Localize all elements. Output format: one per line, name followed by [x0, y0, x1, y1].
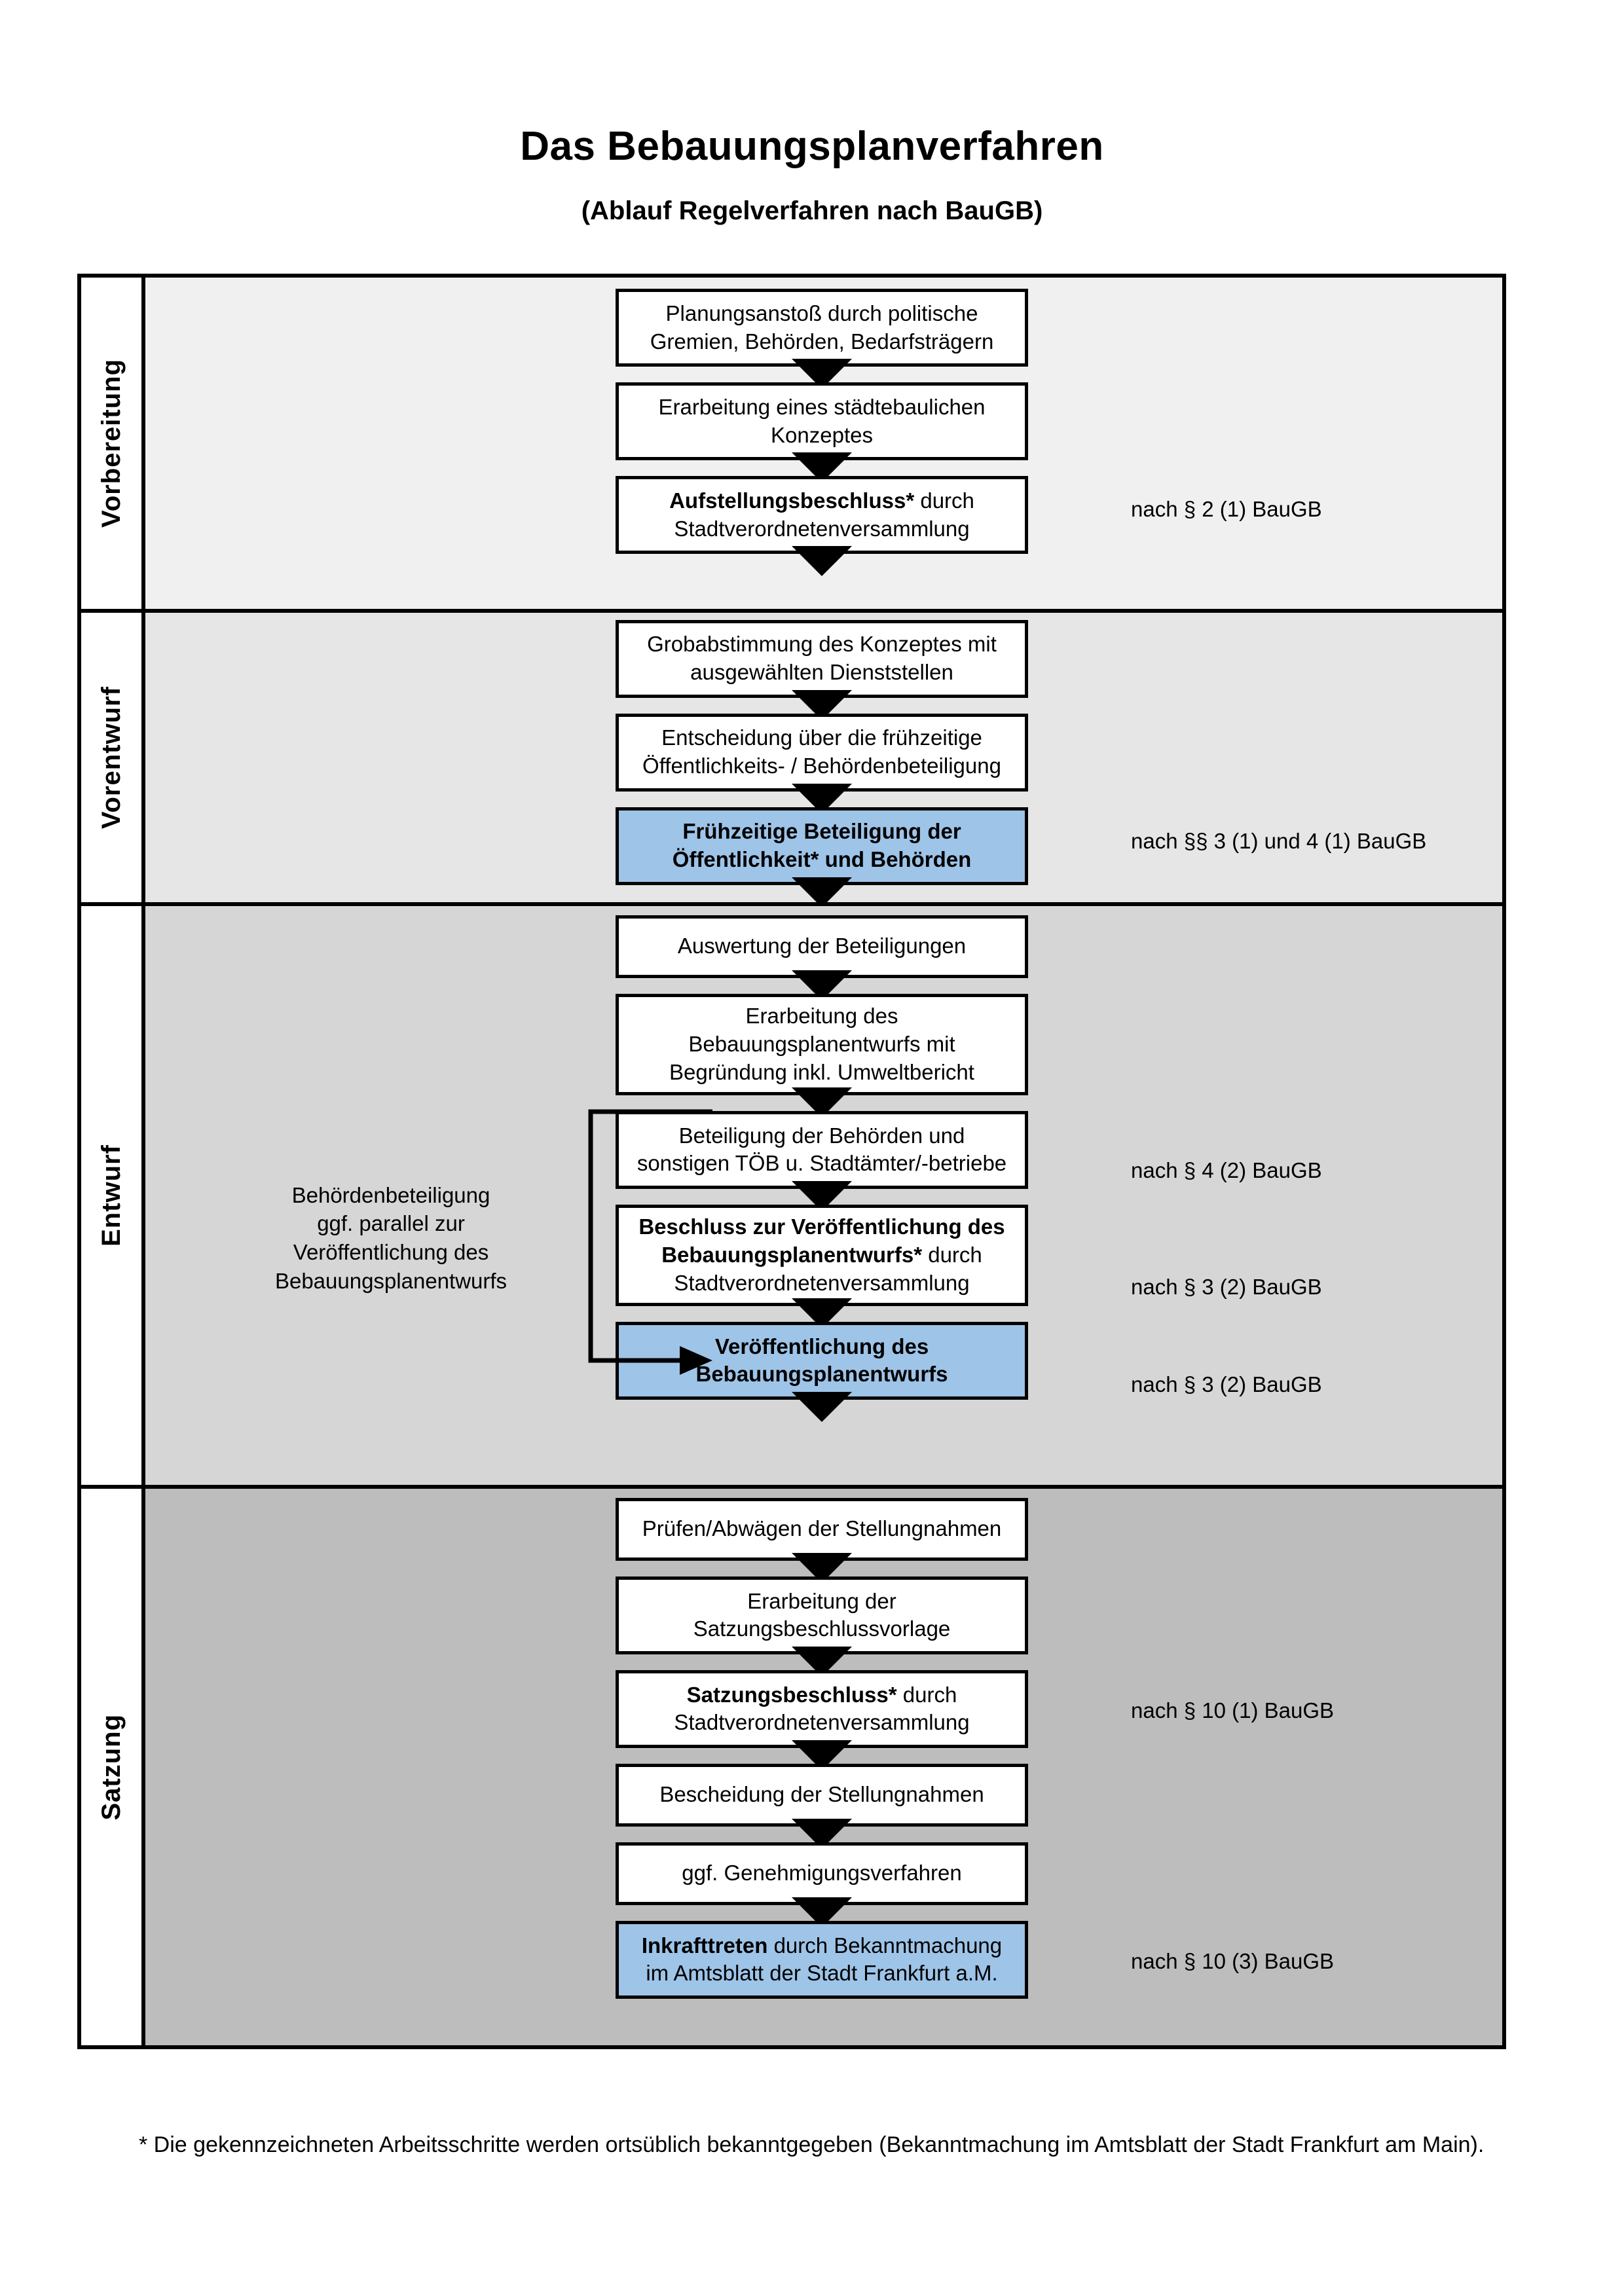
- step-line: durch: [896, 1682, 957, 1707]
- step-line: Satzungsbeschlussvorlage: [693, 1616, 951, 1641]
- phase-label-vorentwurf: Vorentwurf: [81, 612, 145, 902]
- step-line: Erarbeitung eines städtebaulichen: [658, 394, 986, 419]
- step-box-planungsanstoss[interactable]: Planungsanstoß durch politische Gremien,…: [616, 289, 1028, 367]
- step-box-erarbeitung-bplan-entwurf[interactable]: Erarbeitung des Bebauungsplanentwurfs mi…: [616, 993, 1028, 1095]
- footnote: * Die gekennzeichneten Arbeitsschritte w…: [139, 2132, 1485, 2157]
- step-emphasis: Veröffentlichung des: [714, 1334, 929, 1358]
- step-emphasis: Inkrafttreten: [641, 1933, 768, 1958]
- step-emphasis: Frühzeitige Beteiligung der: [682, 819, 961, 844]
- step-line: sonstigen TÖB u. Stadtämter/-betriebe: [637, 1151, 1007, 1176]
- step-line: Stadtverordnetenversammlung: [674, 1270, 970, 1295]
- legal-ref-2: nach §§ 3 (1) und 4 (1) BauGB: [1131, 828, 1427, 853]
- step-box-erarbeitung-satzungsbeschlussvorlage[interactable]: Erarbeitung der Satzungsbeschlussvorlage: [616, 1576, 1028, 1654]
- step-box-fruehzeitige-beteiligung[interactable]: Frühzeitige Beteiligung der Öffentlichke…: [616, 807, 1028, 885]
- step-line: ausgewählten Dienststellen: [690, 660, 953, 685]
- phase-body-vorbereitung: Planungsanstoß durch politische Gremien,…: [145, 278, 1502, 609]
- step-emphasis: Öffentlichkeit* und Behörden: [672, 847, 972, 872]
- step-line: Prüfen/Abwägen der Stellungnahmen: [642, 1516, 1002, 1541]
- phase-row-entwurf: Entwurf Auswertung der Beteiligungen Era…: [81, 905, 1502, 1489]
- step-line: im Amtsblatt der Stadt Frankfurt a.M.: [646, 1961, 998, 1986]
- flow-arrow-down-icon: [792, 877, 852, 907]
- side-note-line: ggf. parallel zur: [317, 1211, 465, 1236]
- step-line: Konzeptes: [771, 422, 873, 447]
- side-note-line: Bebauungsplanentwurfs: [274, 1268, 507, 1293]
- phase-label-text: Satzung: [96, 1713, 126, 1821]
- step-line: Auswertung der Beteiligungen: [677, 934, 967, 958]
- step-box-auswertung-beteiligungen[interactable]: Auswertung der Beteiligungen: [616, 915, 1028, 978]
- step-line: Beteiligung der Behörden und: [678, 1123, 965, 1148]
- flow-arrow-down-icon: [792, 546, 852, 576]
- side-note-line: Behördenbeteiligung: [291, 1182, 490, 1207]
- legal-ref-5: nach § 3 (2) BauGB: [1131, 1372, 1322, 1396]
- step-line: Erarbeitung der: [747, 1588, 896, 1613]
- side-note-behoerdenbeteiligung: Behördenbeteiligung ggf. parallel zur Ve…: [217, 1181, 564, 1295]
- step-box-genehmigungsverfahren[interactable]: ggf. Genehmigungsverfahren: [616, 1842, 1028, 1905]
- flow-arrow-down-icon: [792, 1391, 852, 1422]
- step-box-grobabstimmung[interactable]: Grobabstimmung des Konzeptes mit ausgewä…: [616, 619, 1028, 698]
- phase-label-satzung: Satzung: [81, 1488, 145, 2045]
- step-box-satzungsbeschluss[interactable]: Satzungsbeschluss* durch Stadtverordnete…: [616, 1669, 1028, 1748]
- step-emphasis: Aufstellungsbeschluss*: [669, 488, 915, 513]
- phase-label-text: Vorbereitung: [96, 358, 126, 528]
- page-title: Das Bebauungsplanverfahren: [520, 124, 1104, 169]
- step-line: Erarbeitung des: [745, 1004, 898, 1029]
- step-box-aufstellungsbeschluss[interactable]: Aufstellungsbeschluss* durch Stadtverord…: [616, 476, 1028, 554]
- step-line: Bescheidung der Stellungnahmen: [659, 1782, 984, 1807]
- step-line: Gremien, Behörden, Bedarfsträgern: [650, 329, 994, 354]
- step-line: Begründung inkl. Umweltbericht: [669, 1059, 974, 1084]
- legal-ref-3: nach § 4 (2) BauGB: [1131, 1157, 1322, 1182]
- step-box-beschluss-veroeffentlichung[interactable]: Beschluss zur Veröffentlichung des Bebau…: [616, 1204, 1028, 1306]
- step-line: durch: [914, 488, 974, 513]
- legal-ref-4: nach § 3 (2) BauGB: [1131, 1274, 1322, 1299]
- phase-row-vorbereitung: Vorbereitung Planungsanstoß durch politi…: [81, 278, 1502, 613]
- step-line: durch: [922, 1242, 982, 1267]
- legal-ref-1: nach § 2 (1) BauGB: [1131, 497, 1322, 521]
- legal-ref-7: nach § 10 (3) BauGB: [1131, 1948, 1335, 1973]
- step-emphasis: Satzungsbeschluss*: [686, 1682, 897, 1707]
- phase-row-satzung: Satzung Prüfen/Abwägen der Stellungnahme…: [81, 1488, 1502, 2045]
- step-box-bescheidung-stellungnahmen[interactable]: Bescheidung der Stellungnahmen: [616, 1763, 1028, 1827]
- phase-label-text: Entwurf: [96, 1144, 126, 1247]
- step-box-inkrafttreten[interactable]: Inkrafttreten durch Bekanntmachung im Am…: [616, 1920, 1028, 1999]
- phase-label-text: Vorentwurf: [96, 685, 126, 829]
- step-emphasis: Beschluss zur Veröffentlichung des: [638, 1214, 1005, 1239]
- side-note-line: Veröffentlichung des: [293, 1239, 489, 1264]
- step-line: Grobabstimmung des Konzeptes mit: [647, 632, 997, 657]
- step-box-veroeffentlichung-bplan-entwurf[interactable]: Veröffentlichung des Bebauungsplanentwur…: [616, 1321, 1028, 1400]
- step-box-pruefen-abwaegen[interactable]: Prüfen/Abwägen der Stellungnahmen: [616, 1497, 1028, 1561]
- step-line: Bebauungsplanentwurfs mit: [688, 1031, 955, 1056]
- legal-ref-6: nach § 10 (1) BauGB: [1131, 1698, 1335, 1722]
- step-line: durch Bekanntmachung: [767, 1933, 1003, 1958]
- page-subtitle: (Ablauf Regelverfahren nach BauGB): [581, 196, 1043, 226]
- phase-row-vorentwurf: Vorentwurf Grobabstimmung des Konzeptes …: [81, 612, 1502, 907]
- step-line: Stadtverordnetenversammlung: [674, 1710, 970, 1735]
- step-emphasis: Bebauungsplanentwurfs*: [661, 1242, 923, 1267]
- step-line: Planungsanstoß durch politische: [665, 301, 978, 325]
- step-line: Öffentlichkeits- / Behördenbeteiligung: [642, 754, 1001, 778]
- step-line: Stadtverordnetenversammlung: [674, 516, 970, 541]
- phase-body-satzung: Prüfen/Abwägen der Stellungnahmen Erarbe…: [145, 1488, 1502, 2045]
- phase-label-vorbereitung: Vorbereitung: [81, 278, 145, 609]
- phase-body-vorentwurf: Grobabstimmung des Konzeptes mit ausgewä…: [145, 612, 1502, 907]
- title-block: Das Bebauungsplanverfahren (Ablauf Regel…: [0, 124, 1624, 226]
- step-box-beteiligung-behoerden-toeb[interactable]: Beteiligung der Behörden und sonstigen T…: [616, 1110, 1028, 1189]
- phase-label-entwurf: Entwurf: [81, 905, 145, 1485]
- phase-body-entwurf: Auswertung der Beteiligungen Erarbeitung…: [145, 905, 1502, 1485]
- step-line: Entscheidung über die frühzeitige: [661, 725, 982, 750]
- step-box-staedtebauliches-konzept[interactable]: Erarbeitung eines städtebaulichen Konzep…: [616, 382, 1028, 460]
- step-line: ggf. Genehmigungsverfahren: [682, 1861, 962, 1886]
- step-emphasis: Bebauungsplanentwurfs: [695, 1362, 948, 1387]
- flowchart-frame: Vorbereitung Planungsanstoß durch politi…: [77, 274, 1506, 2049]
- step-box-entscheidung-beteiligung[interactable]: Entscheidung über die frühzeitige Öffent…: [616, 713, 1028, 792]
